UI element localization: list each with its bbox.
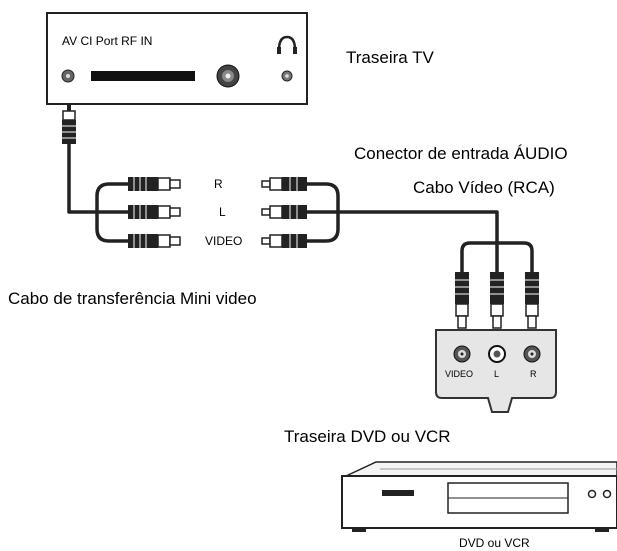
plug-label-r: R [214, 177, 223, 191]
rca-plug-right-l [261, 205, 307, 219]
dvd-vcr-device [341, 461, 617, 532]
rca-cable-caption: Cabo Vídeo (RCA) [413, 178, 555, 197]
tv-av-port-icon [61, 69, 75, 83]
tv-headphone-jack-icon [281, 70, 293, 82]
tv-port-label: AV CI Port RF IN [62, 34, 153, 48]
tv-ci-slot [91, 71, 195, 81]
jack-label-video: VIDEO [445, 369, 474, 379]
tv-back-caption: Traseira TV [346, 48, 434, 67]
jack-panel-r-jack-icon [523, 345, 541, 363]
plug-label-video: VIDEO [205, 234, 243, 248]
dvd-device-label: DVD ou VCR [459, 536, 530, 550]
tv-rf-in-icon [216, 64, 240, 88]
rca-plugs-vertical [455, 272, 539, 329]
cable-wires [67, 142, 534, 274]
jack-label-l: L [494, 369, 500, 379]
headphone-icon [277, 35, 297, 54]
audio-input-caption: Conector de entrada ÁUDIO [354, 144, 568, 163]
rca-plug-down-l [490, 272, 504, 329]
rca-plug-right-video [261, 234, 307, 248]
rca-plugs-left [128, 177, 181, 248]
jack-label-r: R [530, 369, 537, 379]
rca-plugs-right [261, 177, 307, 248]
rca-plug-left-video [128, 234, 181, 248]
rca-plug-right-r [261, 177, 307, 191]
jack-panel-video-jack-icon [453, 345, 471, 363]
jack-panel-l-jack-icon [488, 345, 506, 363]
dvd-button-icon [602, 489, 612, 499]
rca-plug-down-video [455, 272, 469, 329]
rca-plug-left-r [128, 177, 181, 191]
rca-plug-down-r [525, 272, 539, 329]
dvd-display-slot [382, 490, 414, 496]
jack-panel [435, 329, 557, 413]
mini-cable-caption: Cabo de transferência Mini video [8, 289, 257, 308]
tv-back-panel [46, 12, 308, 105]
dvd-button-icon [587, 489, 597, 499]
rca-plug-left-l [128, 205, 181, 219]
mini-plug-tv [62, 104, 76, 144]
plug-label-l: L [219, 205, 226, 219]
dvd-back-caption: Traseira DVD ou VCR [284, 427, 451, 446]
